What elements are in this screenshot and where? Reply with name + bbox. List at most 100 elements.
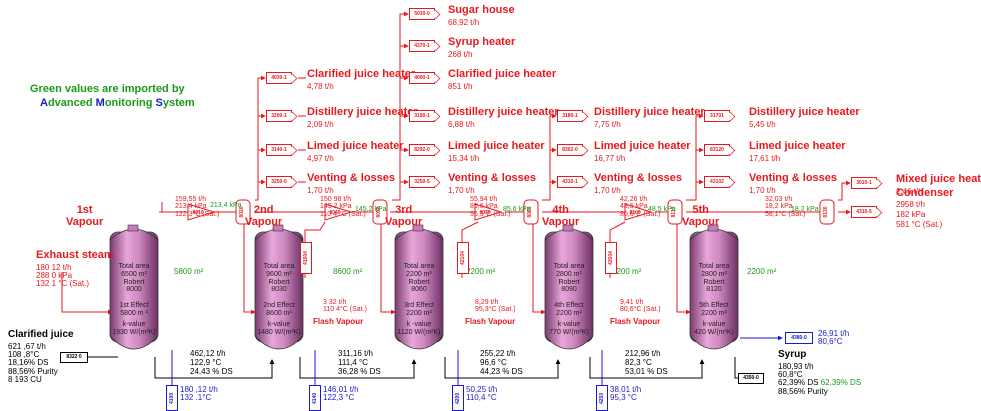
consumer-tag[interactable]: 83120	[704, 144, 730, 156]
vessel-area: Total area 9600 m² Robert 8030	[263, 263, 295, 294]
flash-label: Flash Vapour	[610, 317, 661, 326]
juice-stream: 311,16 t/h 111,4 °C 36,28 % DS	[338, 349, 381, 376]
consumer-tag[interactable]: 3200-1	[266, 110, 292, 122]
consumer-flow: 17,61 t/h	[749, 154, 781, 163]
evaporator-vessel[interactable]	[109, 224, 159, 350]
consumer-tag[interactable]: 5030-0	[409, 8, 435, 20]
separator-id: 8130	[823, 206, 829, 217]
last-condensate: 26,91 t/h 80,6°C	[818, 329, 850, 347]
vapour-label: 2nd Vapour	[245, 204, 283, 228]
syrup-tag[interactable]: 4350-0	[738, 373, 764, 384]
condensate-tag[interactable]: 4100	[166, 385, 178, 411]
exhaust-temp: 132 1 °C (Sat.)	[36, 279, 89, 289]
vessel-effect: 1st Effect 5800 m ²	[119, 302, 149, 317]
condensate-stream: 146,01 t/h 122,3 °C	[323, 385, 359, 403]
consumer-tag[interactable]: 4370-1	[409, 40, 435, 52]
thermo-compressor[interactable]: 8010	[187, 203, 216, 221]
separator[interactable]: 8130	[819, 199, 835, 225]
condensate-stream: 180 ,12 t/h 132 .1°C	[180, 385, 218, 403]
condenser-pressure: 182 kPa	[896, 210, 926, 219]
evaporator-vessel[interactable]	[394, 224, 444, 350]
consumer-name: Clarified juice heater	[448, 68, 557, 80]
condensate-tag[interactable]: 4200	[452, 385, 464, 411]
clarified-temp: 108 ,8°C	[8, 349, 40, 359]
legend-ystem: ystem	[162, 96, 195, 109]
consumer-tag[interactable]: 4310-5	[851, 206, 877, 218]
thermo-compressor[interactable]: 8100	[624, 203, 653, 221]
consumer-flow: 68,92 t/h	[448, 18, 480, 27]
consumer-tag[interactable]: 31701	[704, 110, 730, 122]
consumer-tag[interactable]: 3190-1	[409, 110, 435, 122]
consumer-name: Limed juice heater	[749, 140, 846, 152]
consumer-tag[interactable]: 4310-1	[557, 176, 583, 188]
thermo-compressor[interactable]: 8040	[324, 203, 353, 221]
imported-area: 5800 m²	[174, 267, 204, 276]
consumer-tag[interactable]: 3250-5	[409, 176, 435, 188]
syrup-ds-green: 62,39% DS	[820, 378, 862, 388]
consumer-tag[interactable]: 8292-0	[409, 144, 435, 156]
clarified-juice-block: Clarified juice 621 ,67 t/h 108 ,8°C 18,…	[8, 329, 74, 385]
consumer-tag[interactable]: 4030-1	[266, 72, 292, 84]
consumer-name: Sugar house	[448, 4, 515, 16]
vessel-kvalue: k-value 420 W/(m²K)	[694, 321, 734, 336]
consumer-tag[interactable]: 3250-0	[266, 176, 292, 188]
consumer-tag[interactable]: 4000-1	[409, 72, 435, 84]
flash-tag[interactable]: 42604	[605, 242, 617, 274]
condensate-tag[interactable]: 4250	[596, 385, 608, 411]
vapour-reading-imported: 18,2 kPa	[791, 206, 819, 213]
clarified-tag[interactable]: 8322 0	[60, 352, 88, 363]
vessel-area: Total area 2800 m² Robert 8090	[553, 263, 585, 294]
imported-area: 2200 m²	[466, 267, 496, 276]
condensate-tag[interactable]: 4140	[309, 385, 321, 411]
condenser-temp: 581 °C (Sat.)	[896, 220, 943, 229]
consumer-tag[interactable]: 8302-0	[557, 144, 583, 156]
evaporator-vessel[interactable]	[544, 224, 594, 350]
vapour-reading: 159,55 t/h 213,4 kPa 122,3°C (Sat.)	[175, 196, 220, 218]
vapour-label: 4th Vapour	[542, 204, 580, 228]
consumer-tag[interactable]: 3140-1	[266, 144, 292, 156]
last-condensate-tag[interactable]: 4380-0	[785, 332, 813, 344]
thermo-compressor[interactable]: 8070	[474, 203, 503, 221]
separator[interactable]: 8110	[667, 199, 683, 225]
evaporator-vessel[interactable]	[689, 224, 739, 350]
juice-stream: 462,12 t/h 122,9 °C 24,43 % DS	[190, 349, 233, 376]
consumer-tag[interactable]: 3180-1	[557, 110, 583, 122]
condenser-flow: 2958 t/h	[896, 200, 925, 209]
evaporator-vessel[interactable]	[254, 224, 304, 350]
flash-tag[interactable]: 42104	[457, 242, 469, 274]
legend-dvanced: dvanced	[47, 96, 96, 109]
vessel-effect: 2nd Effect 8600 m²	[263, 302, 295, 317]
compressor-id: 8070	[479, 210, 490, 216]
consumer-name: Venting & losses	[594, 172, 683, 184]
juice-stream: 212,96 t/h 82,3 °C 53,01 % DS	[625, 349, 668, 376]
consumer-tag[interactable]: 43102	[704, 176, 730, 188]
separator[interactable]: 8020	[235, 199, 251, 225]
syrup-flow: 180,93 t/h	[778, 361, 814, 371]
consumer-name: Syrup heater	[448, 36, 516, 48]
consumer-tag[interactable]: 3010-1	[851, 177, 877, 189]
vapour-reading: 32,03 t/h 18,2 kPa 58,1°C (Sat.)	[765, 196, 806, 218]
separator-id: 8080	[527, 206, 533, 217]
flash-tag[interactable]: 41504	[300, 242, 312, 274]
vapour-label: 1st Vapour	[66, 204, 104, 228]
consumer-name: Limed juice heater	[448, 140, 545, 152]
consumer-name: Distillery juice heater	[448, 106, 559, 118]
vessel-effect: 3rd Effect 2200 m²	[404, 302, 434, 317]
separator[interactable]: 8080	[523, 199, 539, 225]
vapour-label: 5th Vapour	[682, 204, 720, 228]
exhaust-pressure: 288 0 kPa	[36, 270, 73, 280]
clarified-cu: 8 193 CU	[8, 375, 42, 385]
syrup-temp: 60,8°C	[778, 369, 803, 379]
vapour-reading-imported: 213,4 kPa	[210, 202, 242, 209]
clarified-ds: 18,16% DS	[8, 358, 49, 368]
separator[interactable]: 8050	[372, 199, 388, 225]
consumer-name: Mixed juice heat	[896, 173, 981, 185]
separator-id: 8020	[239, 206, 245, 217]
legend: Green values are imported by Advanced Mo…	[30, 83, 195, 109]
vapour-reading: 150 98 t/h 145 2 kPa 110 4 °C (Sat.)	[320, 196, 366, 218]
legend-line1: Green values are imported by	[30, 83, 185, 95]
vapour-reading-imported: 48,5 kPa	[648, 206, 676, 213]
flash-reading: 3 32 t/h 110 4°C (Sat.)	[323, 299, 367, 314]
consumer-flow: 16,77 t/h	[594, 154, 626, 163]
